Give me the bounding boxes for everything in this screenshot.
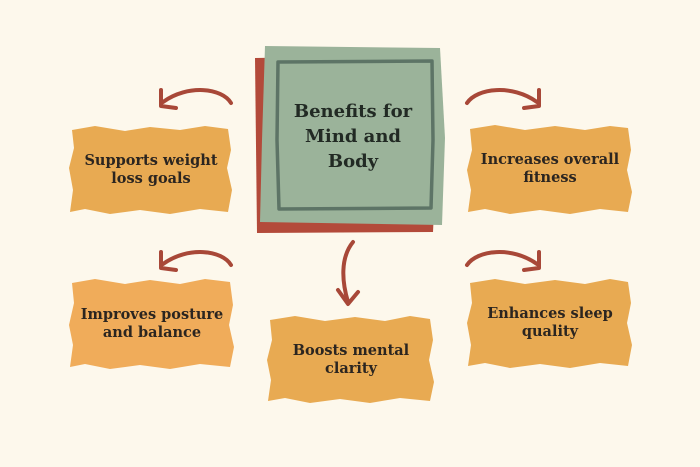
arrow-to-enhances-sleep	[465, 250, 541, 272]
benefit-box-boosts-clarity	[267, 316, 434, 403]
benefit-label-boosts-clarity: Boosts mental clarity	[292, 342, 410, 377]
benefit-box-increases-fitness	[467, 125, 632, 214]
arrow-to-supports-weight	[159, 88, 233, 110]
benefit-label-supports-weight: Supports weight loss goals	[84, 152, 218, 187]
arrow-to-boosts-clarity	[336, 240, 360, 306]
center-node	[255, 46, 445, 233]
benefit-label-increases-fitness: Increases overall fitness	[480, 151, 620, 186]
benefit-box-improves-posture	[69, 279, 234, 369]
center-node-inner-border	[275, 59, 435, 211]
center-node-box	[260, 46, 445, 225]
center-title: Benefits for Mind and Body	[293, 100, 413, 172]
benefit-label-enhances-sleep: Enhances sleep quality	[487, 305, 613, 340]
arrow-to-increases-fitness	[465, 88, 541, 110]
benefit-box-supports-weight	[69, 126, 232, 214]
arrow-to-improves-posture	[159, 250, 233, 272]
benefit-label-improves-posture: Improves posture and balance	[80, 306, 224, 341]
benefit-box-enhances-sleep	[467, 279, 632, 368]
